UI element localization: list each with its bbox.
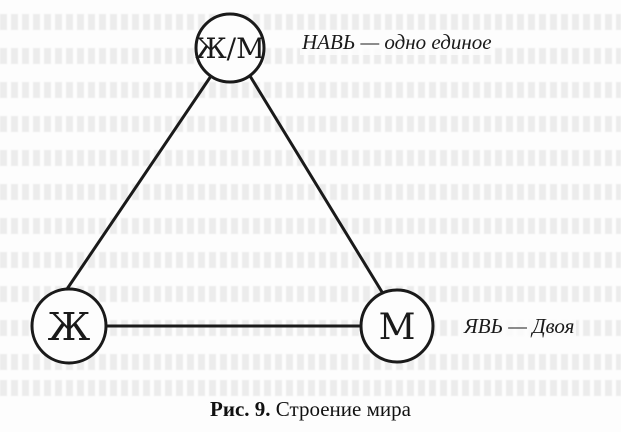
node-top-label: Ж/М — [195, 32, 265, 65]
background-text-line — [0, 116, 621, 132]
edge-top-right — [248, 75, 384, 293]
figure-caption: Рис. 9. Строение мира — [0, 397, 621, 422]
background-text-line — [0, 252, 621, 268]
figure-number: Рис. 9. — [210, 397, 271, 421]
world-structure-diagram: Ж/М Ж М — [30, 12, 435, 365]
node-right: М — [359, 288, 435, 364]
node-left-circle — [30, 287, 108, 365]
background-text-line — [0, 82, 621, 98]
node-top: Ж/М — [194, 12, 266, 84]
node-left-label: Ж — [48, 305, 91, 349]
background-text-line — [0, 354, 621, 370]
node-top-circle — [194, 12, 266, 84]
annotation-top: НАВЬ — одно единое — [300, 30, 494, 55]
node-right-circle — [359, 288, 435, 364]
figure-title: Строение мира — [275, 397, 411, 421]
edge-top-left — [63, 75, 213, 293]
background-text-line — [0, 150, 621, 166]
background-text-line — [0, 218, 621, 234]
background-text-line — [0, 286, 621, 302]
node-left: Ж — [30, 287, 108, 365]
background-text-line — [0, 184, 621, 200]
node-right-label: М — [379, 307, 416, 348]
background-text-line — [0, 380, 621, 396]
annotation-right: ЯВЬ — Двоя — [462, 314, 577, 339]
background-text-line — [0, 14, 621, 30]
